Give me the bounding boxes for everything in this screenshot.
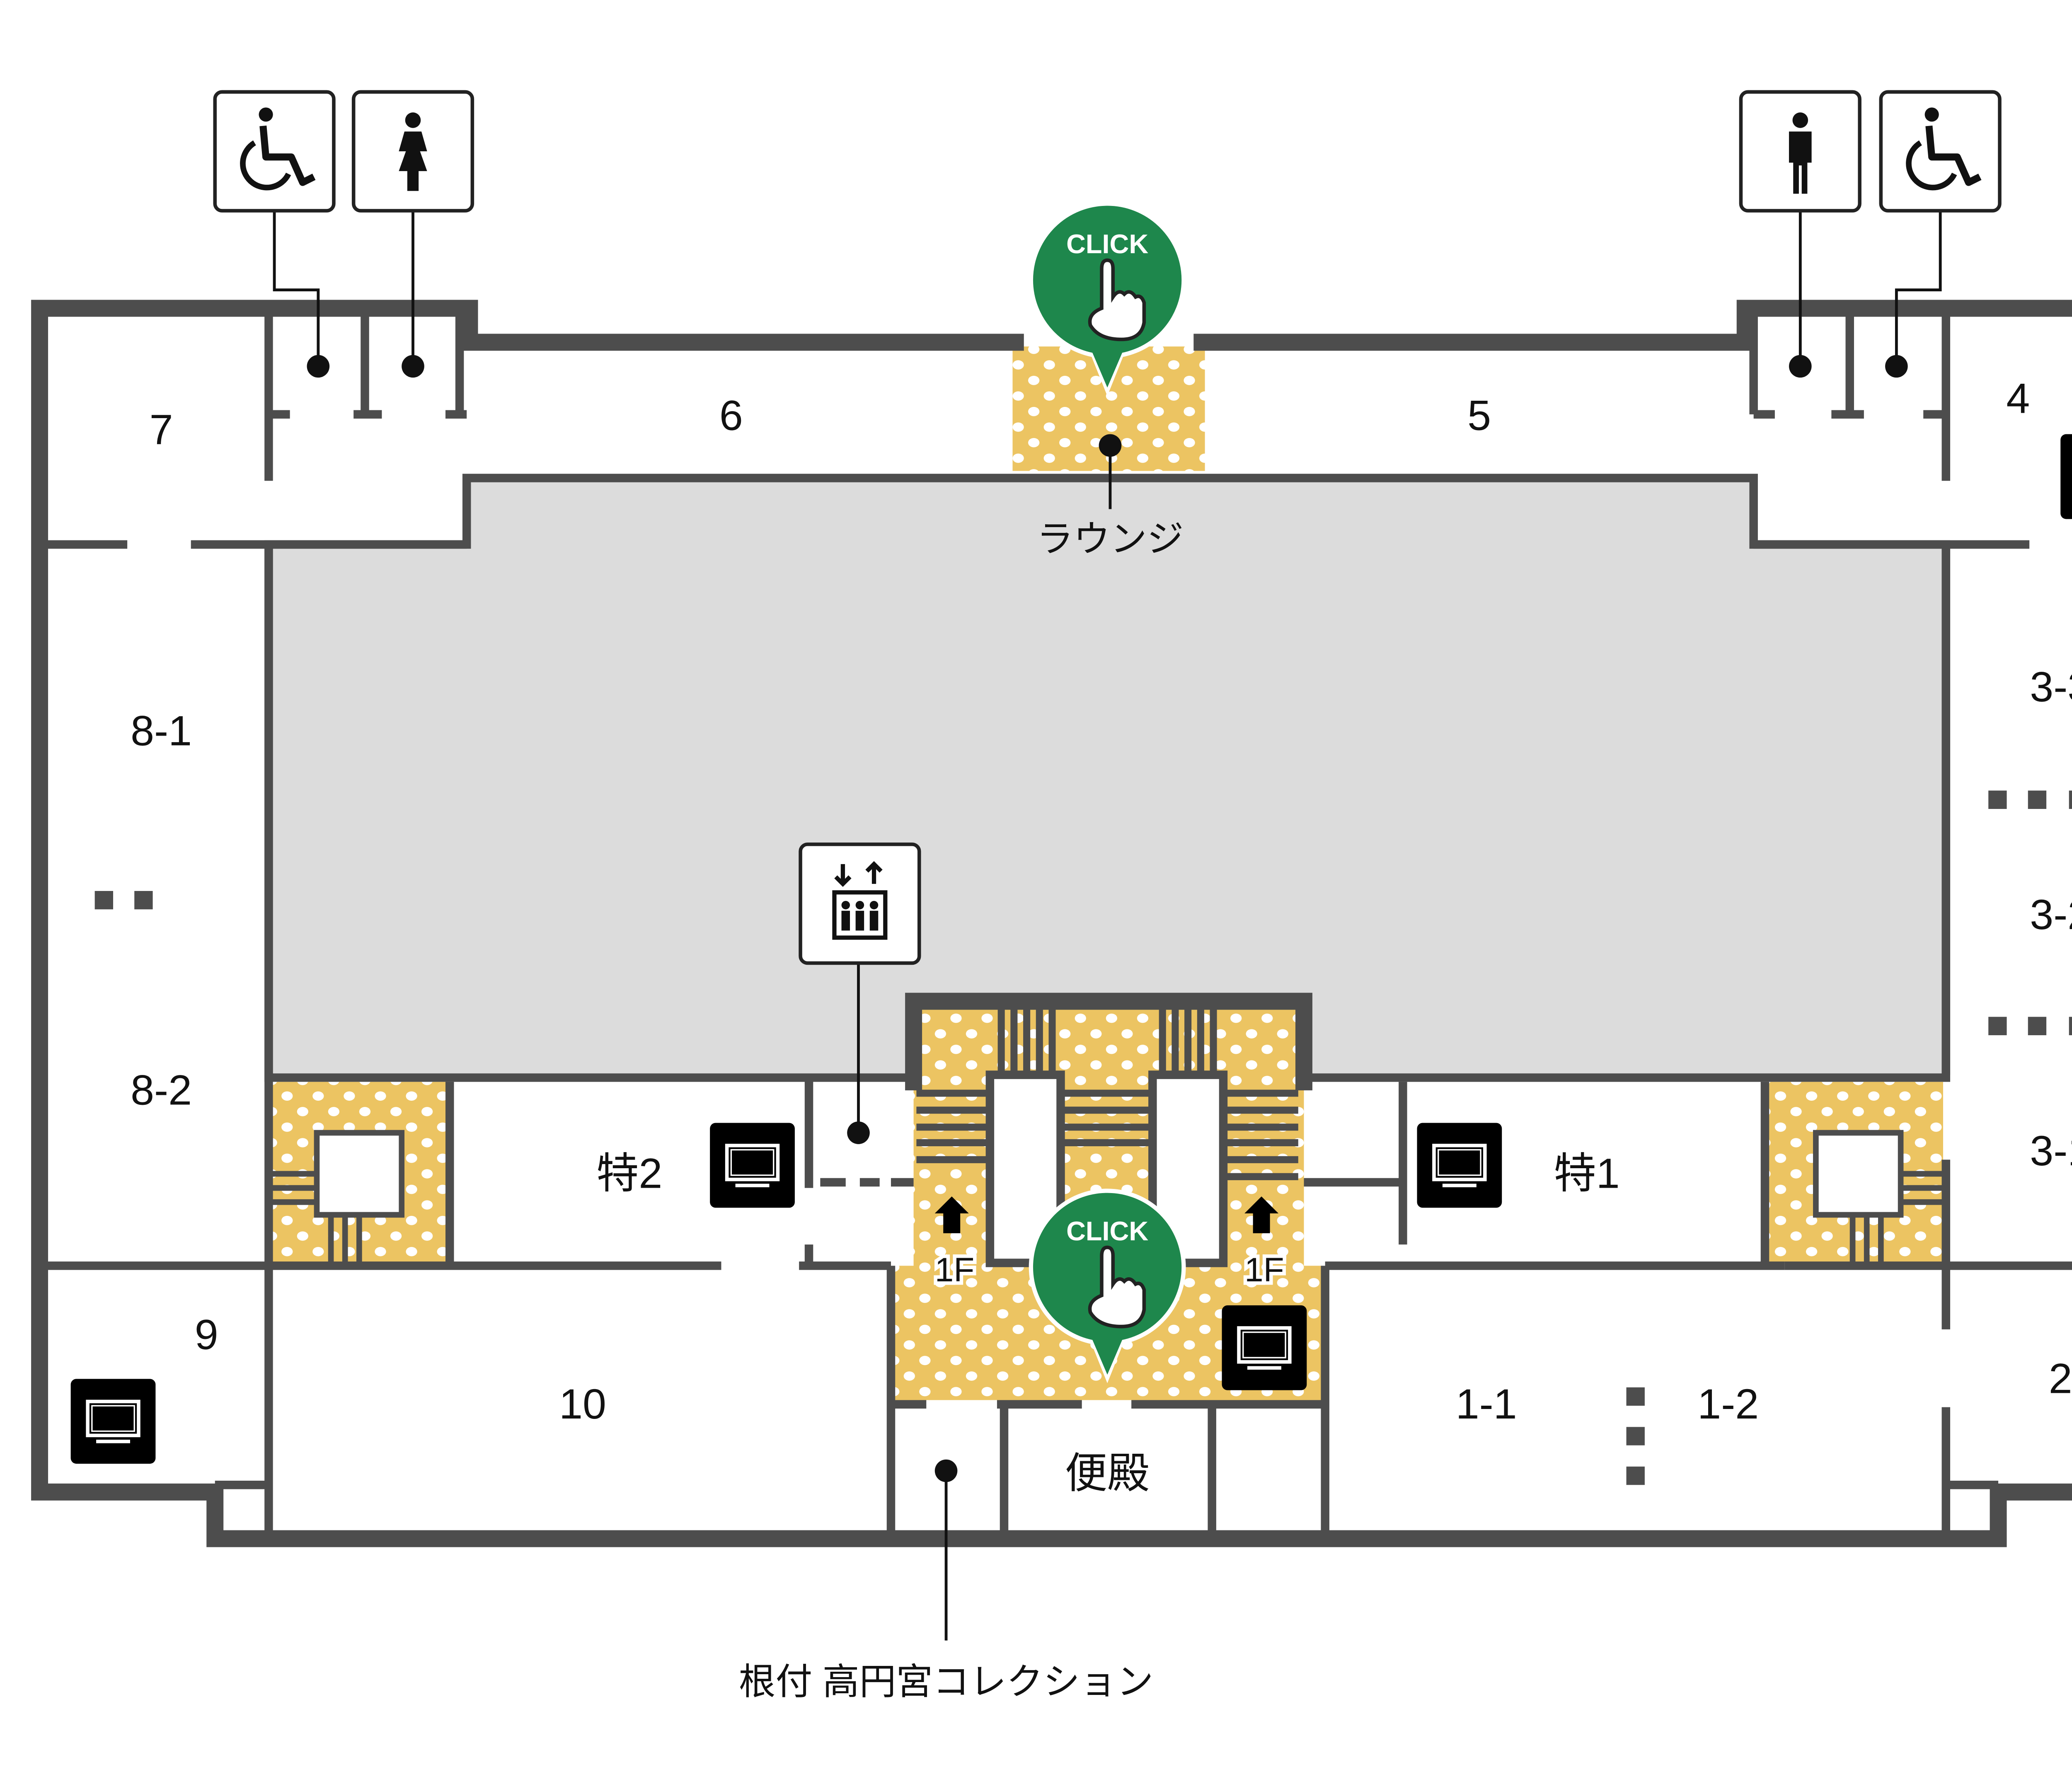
stairs-right-floor-label: 1F <box>1244 1251 1284 1289</box>
room-10-label[interactable]: 10 <box>559 1380 606 1428</box>
central-hall <box>264 474 1951 1082</box>
room-binden-label: 便殿 <box>1065 1449 1150 1497</box>
room-3-2-label[interactable]: 3-2 <box>2030 891 2072 938</box>
room-9-label[interactable]: 9 <box>195 1311 218 1358</box>
click-label: CLICK <box>1066 229 1148 259</box>
right-staircase <box>1813 1130 1946 1263</box>
collection-label[interactable]: 根付 高円宮コレクション <box>739 1661 1154 1702</box>
room-8-2-label[interactable]: 8-2 <box>131 1066 192 1114</box>
room-4-label[interactable]: 4 <box>2006 374 2030 422</box>
monitor-icon <box>710 1123 795 1208</box>
monitor-icon <box>1222 1305 1307 1390</box>
partition-markers <box>94 790 2072 1485</box>
left-staircase <box>271 1130 405 1263</box>
room-7-label[interactable]: 7 <box>150 406 173 453</box>
stairs-left-floor-label: 1F <box>935 1251 975 1289</box>
room-3-3-label[interactable]: 3-3 <box>2030 663 2072 711</box>
click-label: CLICK <box>1066 1216 1148 1246</box>
stair-enclosure-wall <box>905 993 1312 1091</box>
room-1-1-label[interactable]: 1-1 <box>1456 1380 1517 1428</box>
click-marker-entrance[interactable]: CLICK <box>1031 1191 1184 1377</box>
monitor-icon <box>71 1379 156 1464</box>
room-5-label[interactable]: 5 <box>1467 391 1491 439</box>
interior-walls <box>39 308 2072 1535</box>
room-3-1-label[interactable]: 3-1 <box>2030 1127 2072 1174</box>
leader-lines <box>273 211 1942 1641</box>
wheelchair-icon <box>1881 92 2000 211</box>
monitor-icon <box>2060 434 2072 519</box>
wheelchair-icon <box>215 92 334 211</box>
location-dots <box>307 355 1908 1482</box>
elevator-icon <box>799 842 921 965</box>
lounge-label[interactable]: ラウンジ <box>1037 518 1184 559</box>
click-marker-lounge[interactable]: CLICK <box>1031 203 1184 390</box>
room-toku2-label[interactable]: 特2 <box>596 1150 662 1197</box>
room-1-2-label[interactable]: 1-2 <box>1697 1380 1759 1428</box>
room-2-label[interactable]: 2 <box>2049 1354 2072 1402</box>
outer-wall <box>31 300 2072 1547</box>
room-6-label[interactable]: 6 <box>719 391 743 439</box>
womens-restroom-icon <box>353 92 472 211</box>
room-toku1-label[interactable]: 特1 <box>1554 1150 1619 1197</box>
mens-restroom-icon <box>1741 92 1860 211</box>
monitor-icon <box>1417 1123 1502 1208</box>
room-8-1-label[interactable]: 8-1 <box>131 707 192 754</box>
